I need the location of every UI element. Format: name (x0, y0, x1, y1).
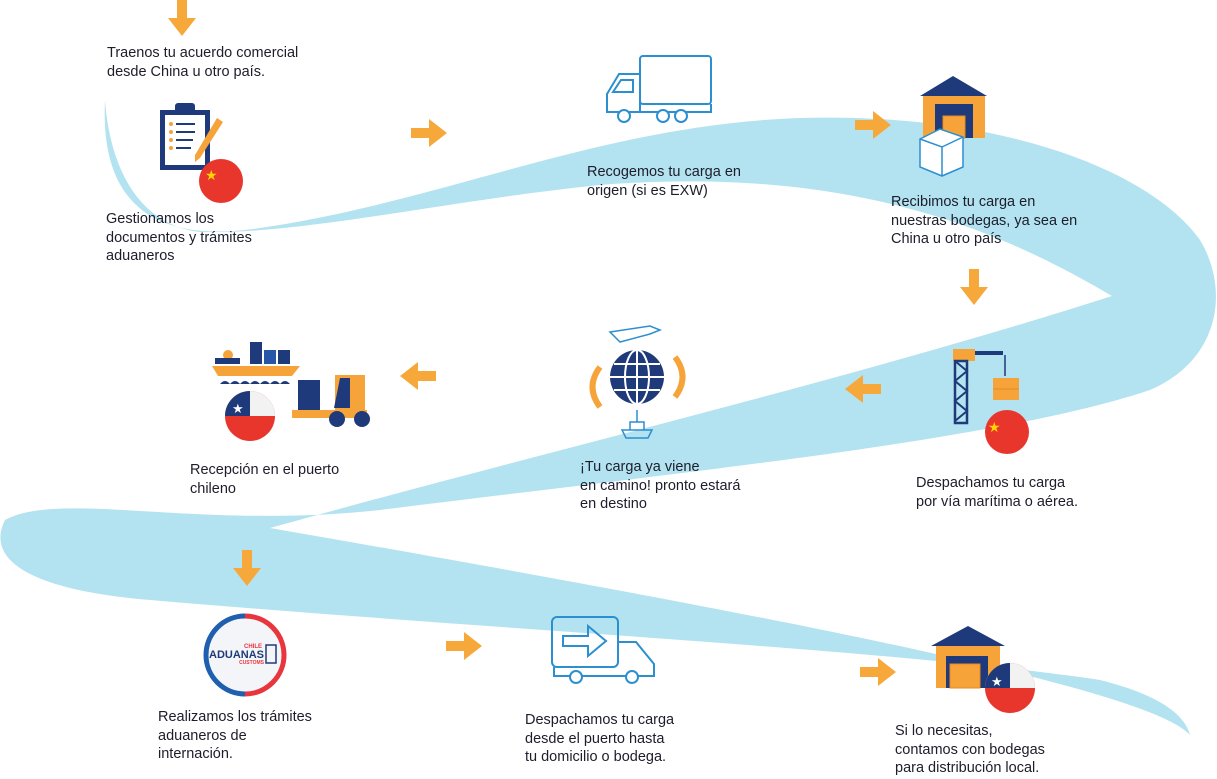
arrow-down-icon (960, 269, 988, 305)
truck-icon (606, 55, 712, 123)
svg-text:★: ★ (205, 167, 218, 183)
arrow-right-icon (860, 658, 896, 686)
step-6-text: ¡Tu carga ya viene en camino! pronto est… (580, 459, 741, 512)
arrow-left-icon (400, 362, 436, 390)
globe-plane-ship-icon (589, 325, 686, 439)
aduanas-logo-top: CHILE (244, 644, 262, 650)
arrow-down-icon (233, 550, 261, 586)
step-9-text: Despachamos tu carga desde el puerto has… (525, 712, 675, 765)
arrow-right-icon (411, 119, 447, 147)
arrow-left-icon (845, 375, 881, 403)
step-7-text: Recepción en el puerto chileno (190, 462, 340, 497)
aduanas-logo-icon: CHILE ADUANAS CUSTOMS (203, 613, 287, 697)
warehouse-chile-flag-icon: ★ (931, 626, 1035, 713)
step-5-text: Despachamos tu carga por vía marítima o … (916, 475, 1078, 510)
step-10-text: Si lo necesitas, contamos con bodegas pa… (895, 723, 1045, 776)
delivery-truck-icon (551, 616, 655, 684)
warehouse-box-icon (919, 76, 987, 177)
clipboard-china-flag-icon: ★ (160, 103, 243, 203)
arrow-down-icon (168, 0, 196, 36)
step-2-text: Gestionamos los documentos y trámites ad… (106, 211, 252, 264)
arrow-right-icon (446, 632, 482, 660)
step-8-text: Realizamos los trámites aduaneros de int… (158, 709, 312, 762)
ship-forklift-chile-flag-icon: ★ (212, 342, 370, 441)
arrow-right-icon (855, 111, 891, 139)
ribbon-path (0, 100, 1216, 735)
crane-china-flag-icon: ★ (953, 349, 1029, 454)
step-4-text: Recibimos tu carga en nuestras bodegas, … (891, 194, 1078, 247)
step-3-text: Recogemos tu carga en origen (si es EXW) (587, 164, 741, 199)
svg-text:★: ★ (232, 401, 244, 416)
svg-text:★: ★ (988, 419, 1001, 435)
svg-text:★: ★ (991, 674, 1003, 689)
aduanas-logo-main: ADUANAS (209, 649, 264, 661)
step-1-text: Traenos tu acuerdo comercial desde China… (107, 45, 299, 80)
aduanas-logo-bottom: CUSTOMS (239, 660, 265, 666)
